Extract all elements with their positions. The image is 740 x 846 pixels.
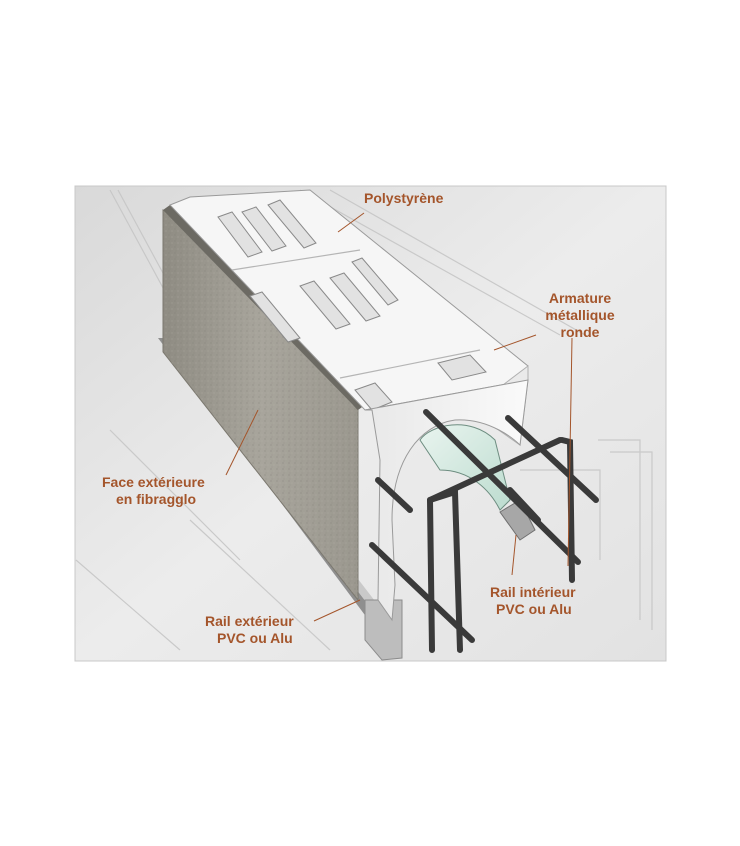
label-rail-exterieur: Rail extérieur PVC ou Alu — [205, 613, 294, 647]
concrete-texture — [163, 210, 358, 600]
block-end-section — [364, 379, 529, 622]
label-armature-line1: Armature — [548, 290, 612, 306]
label-face-exterieure: Face extérieure en fibragglo — [102, 474, 205, 508]
label-rail-interieur: Rail intérieur PVC ou Alu — [490, 584, 576, 618]
label-rail-ext-line2: PVC ou Alu — [217, 630, 293, 646]
label-face-line1: Face extérieure — [102, 474, 205, 490]
label-armature-line2: métallique — [545, 307, 615, 323]
label-rail-int-line1: Rail intérieur — [490, 584, 576, 600]
label-face-line2: en fibragglo — [116, 491, 197, 507]
label-polystyrene-text: Polystyrène — [364, 190, 444, 206]
label-rail-int-line2: PVC ou Alu — [496, 601, 572, 617]
label-polystyrene: Polystyrène — [364, 190, 443, 207]
label-rail-ext-line1: Rail extérieur — [205, 613, 294, 629]
rebar-cage — [369, 409, 599, 653]
inner-rail — [499, 499, 536, 541]
polystyrene-pockets — [217, 199, 487, 411]
polystyrene-seams — [231, 249, 481, 379]
leader-lines — [225, 212, 573, 622]
label-armature-line3: ronde — [560, 324, 600, 340]
label-armature: Armature métallique ronde — [530, 290, 630, 341]
